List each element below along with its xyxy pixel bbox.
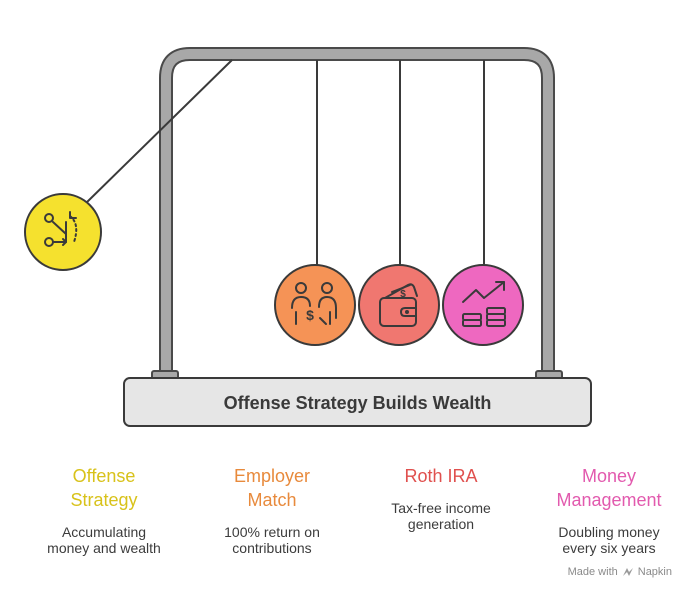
split-arrows-icon (44, 211, 78, 247)
cradle-base (123, 377, 592, 427)
ball-offense-strategy (24, 193, 102, 271)
ball-employer-match: $ (274, 264, 356, 346)
svg-text:$: $ (306, 307, 314, 323)
footer-attribution: Made with Napkin (568, 566, 672, 578)
footer-text: Made with (567, 566, 618, 578)
people-exchange-icon: $ (291, 282, 337, 325)
wallet-icon: $ (379, 283, 418, 327)
footer-brand: Napkin (637, 566, 672, 578)
ball-money-management (442, 264, 524, 346)
string-offense (83, 59, 233, 206)
svg-text:$: $ (400, 289, 406, 300)
diagram-title: Offense Strategy Builds Wealth (224, 393, 492, 413)
column-title: Roth IRA (404, 466, 478, 486)
ball-roth-ira: $ (358, 264, 440, 346)
growth-chart-icon (462, 281, 506, 327)
napkin-logo-icon (622, 568, 633, 576)
